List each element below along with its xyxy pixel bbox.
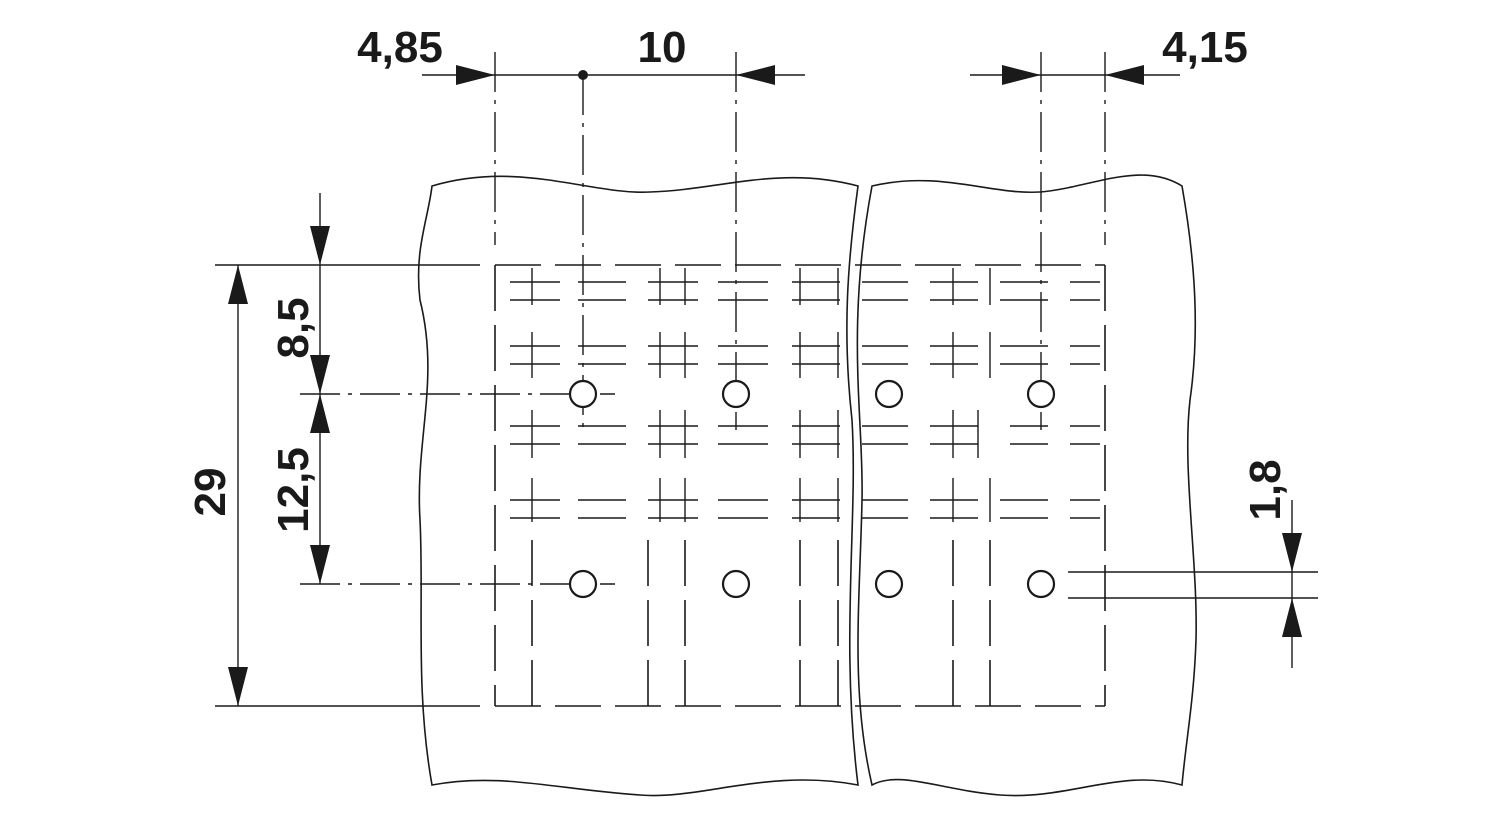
- drill-holes: [568, 379, 1056, 599]
- label-total-height: 29: [186, 468, 235, 517]
- pin-grid-marks: [510, 268, 1100, 522]
- dimension-top-right: [970, 65, 1180, 85]
- drill-hole: [568, 569, 598, 599]
- drill-hole: [568, 379, 598, 409]
- drill-hole: [874, 569, 904, 599]
- label-pitch: 10: [638, 23, 687, 72]
- drill-hole: [721, 569, 751, 599]
- dimension-top-left: [422, 65, 805, 85]
- board-section-right: [856, 174, 1197, 797]
- housing-outline-dashed: [494, 264, 1106, 707]
- dimension-hole-diameter: [1068, 500, 1318, 668]
- drill-hole: [874, 379, 904, 409]
- label-row-offset: 8,5: [269, 297, 318, 358]
- drill-hole: [1026, 569, 1056, 599]
- board-section-left: [417, 175, 859, 797]
- dimension-height-total: [215, 264, 480, 707]
- label-row-pitch: 12,5: [269, 447, 318, 533]
- label-right-offset: 4,15: [1162, 23, 1248, 72]
- drill-hole: [1026, 379, 1056, 409]
- label-left-offset: 4,85: [357, 23, 443, 72]
- center-lines: [300, 52, 1106, 585]
- dimension-row-spacing: [310, 193, 330, 584]
- drill-hole: [721, 379, 751, 409]
- label-hole-diameter: 1,8: [1241, 459, 1290, 520]
